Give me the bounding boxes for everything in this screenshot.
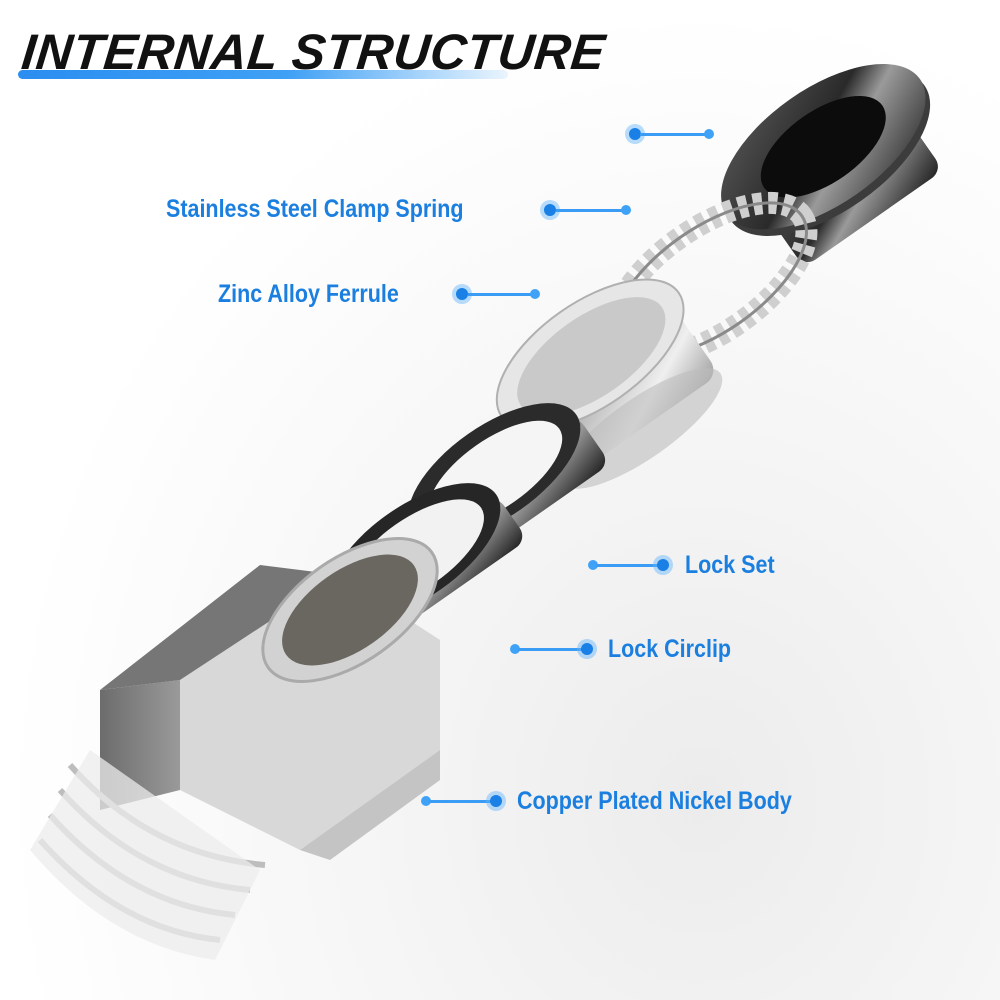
leader-dot-icon <box>657 559 669 571</box>
leader-endpoint-icon <box>704 129 714 139</box>
nickel-body-part <box>30 537 440 960</box>
leader-line <box>556 209 626 212</box>
leader-dot-icon <box>456 288 468 300</box>
leader-endpoint-icon <box>621 205 631 215</box>
label-lock-circlip: Lock Circlip <box>608 635 732 663</box>
label-lock-set: Lock Set <box>685 551 775 579</box>
label-zinc-ferrule: Zinc Alloy Ferrule <box>218 280 399 308</box>
title-underline <box>18 70 508 79</box>
leader-endpoint-icon <box>421 796 431 806</box>
leader-line <box>640 133 706 136</box>
plastic-tripping-part <box>721 64 938 263</box>
leader-line <box>518 648 582 651</box>
leader-line <box>429 800 491 803</box>
leader-endpoint-icon <box>588 560 598 570</box>
leader-line <box>468 293 532 296</box>
leader-dot-icon <box>629 128 641 140</box>
label-clamp-spring: Stainless Steel Clamp Spring <box>166 195 464 223</box>
leader-dot-icon <box>544 204 556 216</box>
leader-dot-icon <box>581 643 593 655</box>
leader-dot-icon <box>490 795 502 807</box>
leader-line <box>596 564 658 567</box>
label-nickel-body: Copper Plated Nickel Body <box>517 787 792 815</box>
leader-endpoint-icon <box>510 644 520 654</box>
leader-endpoint-icon <box>530 289 540 299</box>
page-title: INTERNAL STRUCTURE <box>19 24 609 80</box>
